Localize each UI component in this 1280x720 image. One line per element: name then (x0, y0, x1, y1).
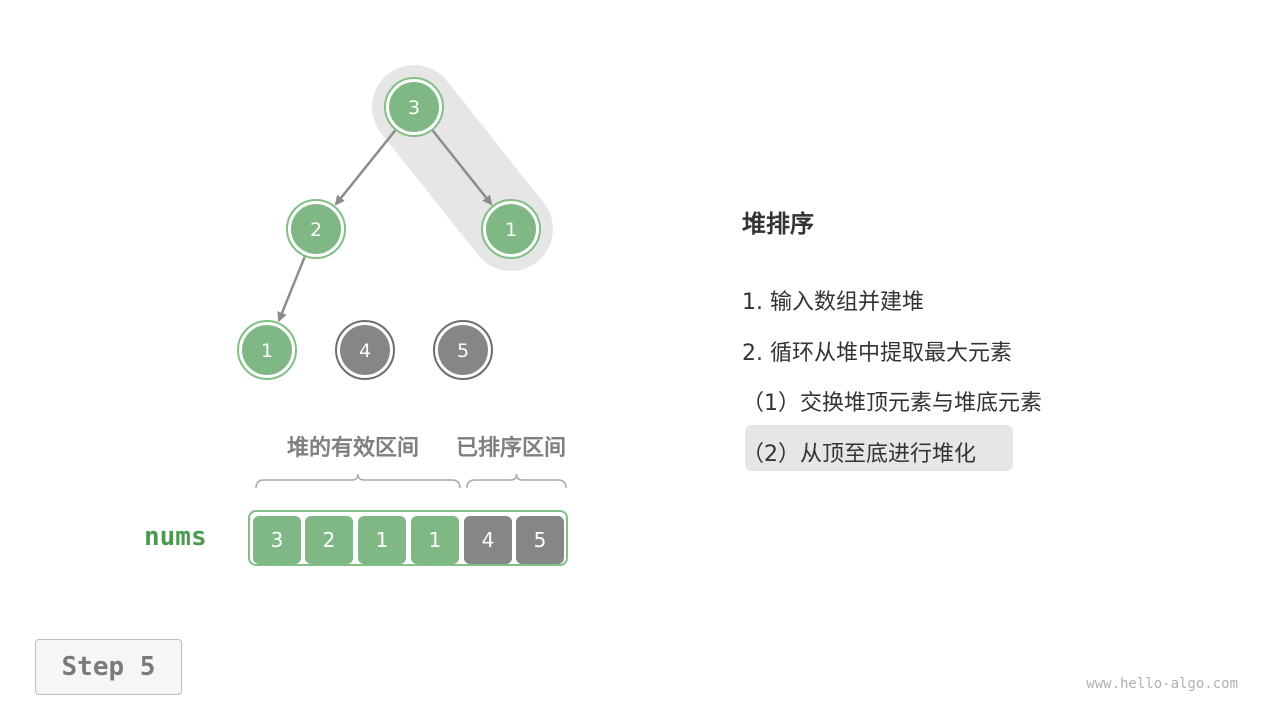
tree-edge-arrow (334, 129, 397, 206)
tree-node-value: 3 (408, 97, 420, 119)
array-cell: 1 (358, 516, 406, 564)
tree-node: 2 (286, 199, 346, 259)
tree-node: 1 (481, 199, 541, 259)
tree-edge-arrow (431, 129, 493, 206)
site-watermark: www.hello-algo.com (1086, 676, 1238, 692)
tree-edge-arrow (277, 256, 306, 323)
active-step-highlight (745, 425, 1013, 471)
sorted-region-brace (466, 473, 567, 489)
array-cell: 4 (464, 516, 512, 564)
step-item-2-2: （2）从顶至底进行堆化 (742, 442, 976, 467)
tree-node: 5 (433, 320, 493, 380)
nums-label: nums (144, 522, 207, 552)
step-item-1: 1. 输入数组并建堆 (742, 290, 924, 315)
tree-node-value: 1 (505, 219, 517, 241)
step-item-2: 2. 循环从堆中提取最大元素 (742, 341, 1012, 366)
array-cell: 2 (305, 516, 353, 564)
tree-node-value: 5 (457, 340, 469, 362)
step-item-2-1: （1）交换堆顶元素与堆底元素 (742, 391, 1042, 416)
panel-title: 堆排序 (742, 210, 814, 238)
tree-node-value: 4 (359, 340, 371, 362)
sorted-region-label: 已排序区间 (456, 436, 567, 461)
tree-node: 3 (384, 77, 444, 137)
array-cell: 1 (411, 516, 459, 564)
array-cell: 3 (253, 516, 301, 564)
array-cell: 5 (516, 516, 564, 564)
tree-node: 1 (237, 320, 297, 380)
heap-region-label: 堆的有效区间 (287, 436, 420, 461)
tree-node: 4 (335, 320, 395, 380)
tree-node-value: 2 (310, 219, 322, 241)
step-indicator-button[interactable]: Step 5 (35, 639, 182, 695)
tree-node-value: 1 (261, 340, 273, 362)
nums-array: 3 2 1 1 4 5 (248, 510, 568, 566)
heap-region-brace (255, 473, 461, 489)
